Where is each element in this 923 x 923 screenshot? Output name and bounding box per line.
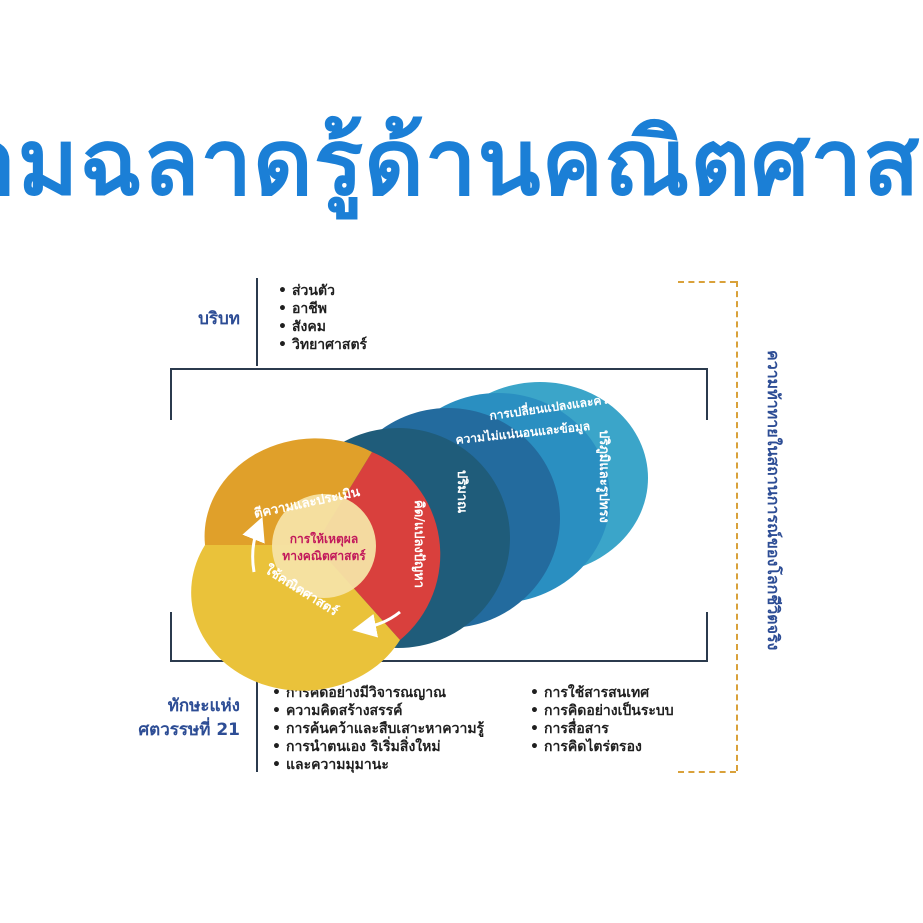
context-divider	[256, 278, 258, 366]
reasoning-core-line2: ทางคณิตศาสตร์	[282, 549, 366, 563]
skills-label-line1: ทักษะแห่ง	[167, 696, 240, 716]
bracket-bottom-left	[170, 612, 172, 662]
skills-label-line2: ศตวรรษที่ 21	[138, 720, 240, 740]
skills-label: ทักษะแห่ง ศตวรรษที่ 21	[100, 694, 240, 742]
dashed-bracket-side	[736, 281, 738, 771]
bracket-top	[170, 368, 707, 370]
formulate-segment	[315, 452, 441, 640]
cycle-arrow-left-icon	[352, 610, 401, 638]
context-label: บริบท	[198, 309, 240, 329]
list-item: การใช้สารสนเทศ	[530, 684, 674, 702]
dashed-bracket-top	[678, 281, 736, 283]
list-item: การสื่อสาร	[530, 720, 674, 738]
list-item: การนำตนเอง ริเริ่มสิ่งใหม่	[272, 738, 484, 756]
list-item-text: และความมุมานะ	[286, 757, 389, 773]
bracket-top-left	[170, 368, 172, 420]
employ-segment	[191, 545, 400, 691]
page-title: ามฉลาดรู้ด้านคณิตศาสต	[0, 109, 923, 216]
context-list: ส่วนตัว อาชีพ สังคม วิทยาศาสตร์	[278, 282, 367, 354]
list-item: อาชีพ	[278, 300, 367, 318]
reasoning-core	[272, 494, 376, 598]
list-item: ความคิดสร้างสรรค์	[272, 702, 484, 720]
list-item: ส่วนตัว	[278, 282, 367, 300]
bracket-top-right	[706, 368, 708, 420]
cycle-arrow-up-icon	[242, 516, 265, 573]
list-item: สังคม	[278, 318, 367, 336]
bracket-bottom-right	[706, 612, 708, 662]
dashed-bracket-bottom	[678, 771, 736, 773]
layer-quantity-label: ปริมาณ	[454, 470, 469, 513]
skills-list-right: การใช้สารสนเทศ การคิดอย่างเป็นระบบ การสื…	[530, 684, 674, 756]
layer-space-shape-label: ปริภูมิและรูปทรง	[596, 430, 611, 523]
list-item: การคิดไตร่ตรอง	[530, 738, 674, 756]
list-item: การค้นคว้าและสืบเสาะหาความรู้	[272, 720, 484, 738]
challenge-label: ความท้าทายในสถานการณ์ของโลกชีวิตจริง	[764, 350, 783, 651]
formulate-label: คิด/แปลงปัญหา	[411, 500, 426, 588]
list-item-continuation: และความมุมานะ	[272, 756, 484, 774]
skills-list-left: การคิดอย่างมีวิจารณญาณ ความคิดสร้างสรรค์…	[272, 684, 484, 774]
list-item: การคิดอย่างเป็นระบบ	[530, 702, 674, 720]
skills-divider	[256, 662, 258, 772]
bracket-bottom	[170, 660, 707, 662]
list-item: วิทยาศาสตร์	[278, 336, 367, 354]
reasoning-core-line1: การให้เหตุผล	[290, 531, 358, 547]
list-item: การคิดอย่างมีวิจารณญาณ	[272, 684, 484, 702]
